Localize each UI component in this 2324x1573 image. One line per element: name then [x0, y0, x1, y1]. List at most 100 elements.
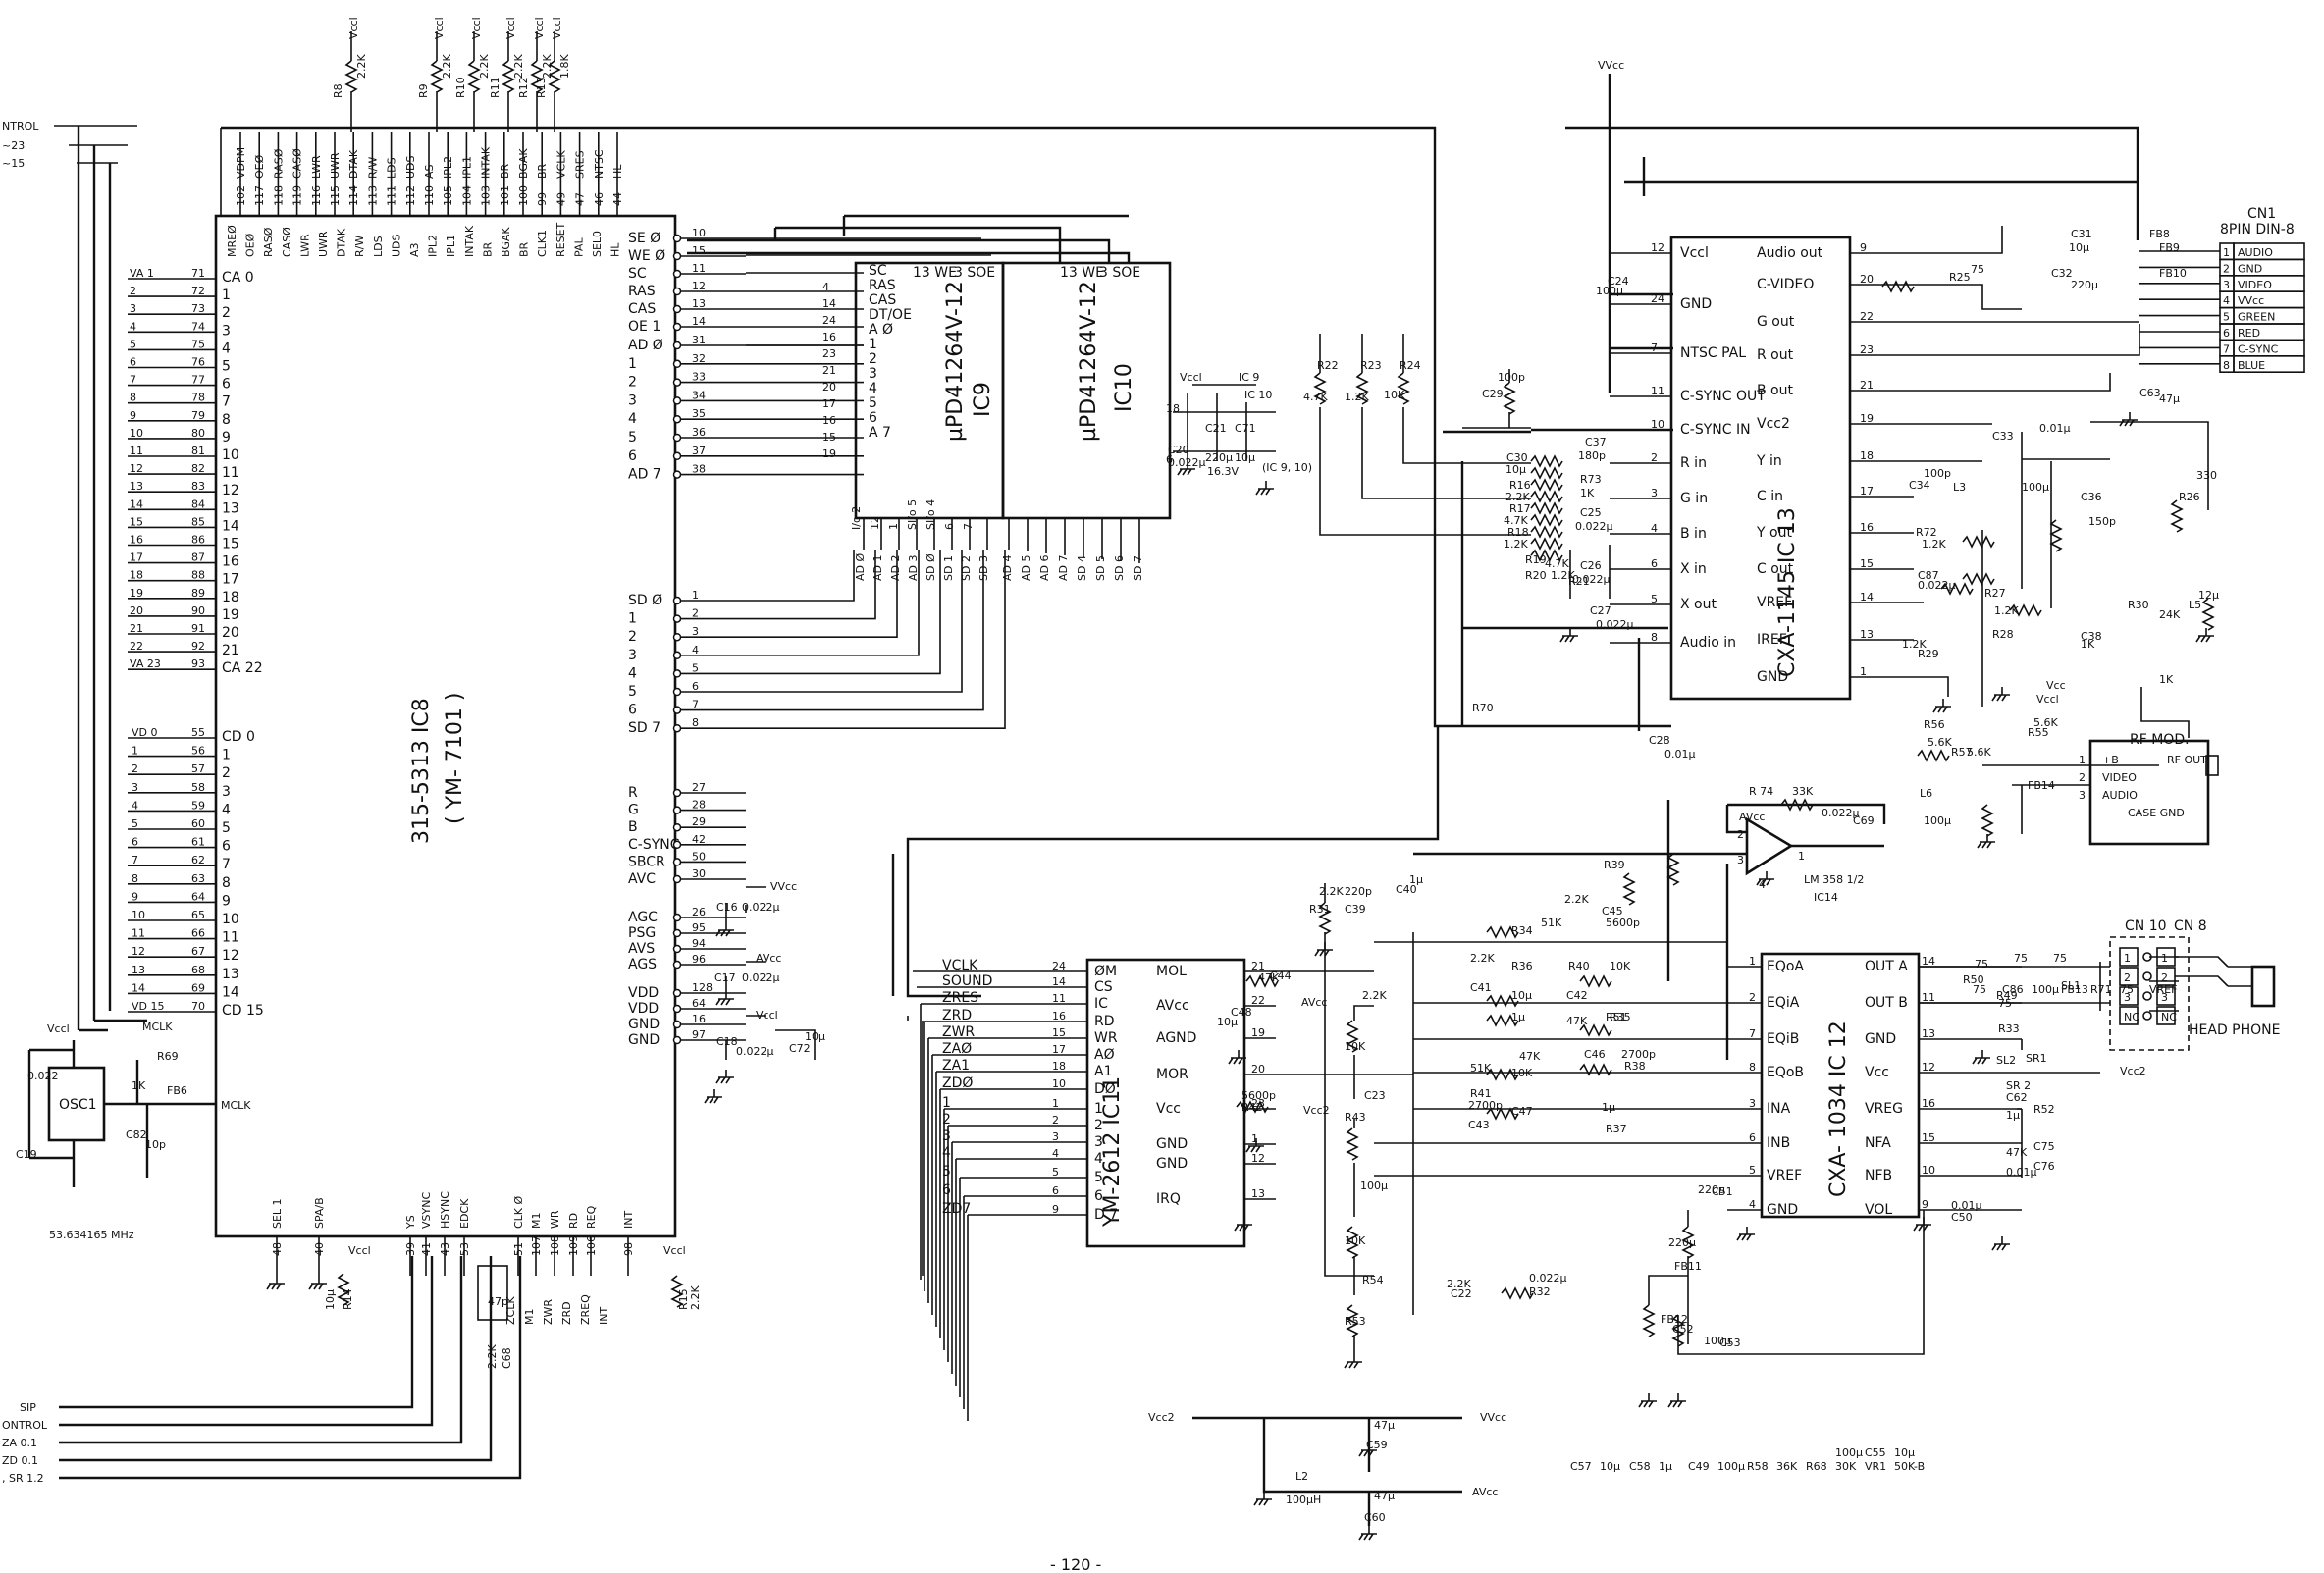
ic8-top-pins: 102VDPM117OEØ118RASØ119CASØ116LWR115UWR1…	[226, 132, 624, 257]
cn10-pin: 1	[2124, 952, 2131, 965]
audio-part-label: SL1	[2061, 979, 2081, 992]
ic10-name: µPD41264V-12	[1077, 281, 1101, 442]
ic11-left-sig: AØ	[1094, 1047, 1115, 1063]
ic9-bottom-sig: AD 2	[889, 555, 902, 582]
top-res-rail: Vccl	[533, 17, 546, 39]
c19-val: 0.022	[27, 1070, 59, 1082]
top-res-val: 2.2K	[512, 54, 525, 79]
cd-pin-num: 59	[191, 799, 205, 812]
ca-net: 13	[130, 480, 143, 493]
r69-ref: R69	[157, 1050, 179, 1063]
ic11-net: 3	[942, 1128, 951, 1144]
ic11-net: ZD7	[942, 1201, 971, 1217]
audio-part-label: R43	[1345, 1111, 1366, 1124]
ic9-bottom-sig: AD 1	[872, 555, 884, 582]
cn1-pin-sig: VIDEO	[2238, 279, 2272, 291]
cd-pin-sig: 2	[222, 765, 231, 781]
ic11-left-num: 16	[1052, 1010, 1066, 1022]
ic8-bottom-num: 41	[420, 1242, 433, 1256]
cd-net: 8	[132, 872, 138, 885]
ic8-right-sig: C-SYNC	[628, 837, 680, 853]
ic11-left-num: 5	[1052, 1166, 1059, 1179]
ic8-right-sig: SE Ø	[628, 231, 660, 246]
audio-part-label: C44	[1270, 970, 1292, 982]
top-res-val: 1.8K	[558, 54, 571, 79]
ground-symbol	[1972, 1050, 1990, 1065]
vccl-dec: Vccl	[1180, 371, 1202, 384]
ca-pin-num: 82	[191, 462, 205, 475]
video-part-label: 10µ	[2069, 241, 2089, 254]
edge-label-control2: ONTROL	[2, 1419, 48, 1432]
cd-net: 10	[132, 909, 145, 921]
ca-net: 3	[130, 302, 136, 315]
ic13-right-num: 14	[1860, 591, 1874, 603]
ic8-bottom-sig: WR	[549, 1210, 561, 1229]
ca-net: 7	[130, 374, 136, 387]
ic9-bottom-pin: SI/o 5	[906, 499, 919, 530]
r70	[1917, 749, 1950, 762]
ic8-right-num: 38	[692, 463, 706, 476]
ic9-left-sig: SC	[869, 263, 887, 279]
ic11-left-sig: ØM	[1094, 964, 1117, 979]
ic10-bottom-sig: SD 5	[1094, 555, 1107, 581]
ic12-left-sig: GND	[1767, 1202, 1798, 1218]
ca-pin-num: 92	[191, 640, 205, 653]
cd-net: 12	[132, 945, 145, 958]
cn1-pin-num: 7	[2223, 342, 2230, 355]
ic8-bottom-num: 98	[622, 1242, 635, 1256]
ic11-net: 5	[942, 1164, 951, 1180]
ic8-top-pin-num: 115	[329, 185, 342, 206]
ic8-right-num: 3	[692, 625, 699, 638]
ca-pin-sig: CA 22	[222, 660, 263, 676]
c59-val: 47µ	[1374, 1419, 1395, 1432]
ic9-left-num: 4	[822, 281, 829, 293]
ca-net: VA 23	[130, 657, 161, 670]
video-part-label: 100p	[1498, 371, 1525, 384]
ic12-left-num: 5	[1749, 1164, 1756, 1177]
ic8-right-sig: 5	[628, 684, 637, 700]
video-part-label: R24	[1400, 359, 1421, 372]
audio-part-label: 1µ	[1409, 873, 1423, 886]
ca-pin-sig: 10	[222, 447, 239, 463]
ic13-right-num: 13	[1860, 628, 1874, 641]
cd-pin-num: 63	[191, 872, 205, 885]
ic12-right-sig: Vcc	[1865, 1065, 1889, 1080]
cd-net: 13	[132, 964, 145, 976]
cd-pin-num: 66	[191, 927, 205, 940]
cd-net: 7	[132, 854, 138, 866]
ground-symbol	[2195, 628, 2214, 643]
ic9-bottom-pin: 7	[962, 523, 975, 530]
ic8-top-pin-num: 47	[574, 192, 587, 206]
ic11-left-num: 3	[1052, 1130, 1059, 1143]
top-res-ref: R13	[535, 77, 548, 98]
ic12-left-num: 6	[1749, 1131, 1756, 1144]
ic13-right-sig: Y out	[1756, 525, 1792, 541]
ic11-left-num: 9	[1052, 1203, 1059, 1216]
ic8-right-sig: SBCR	[628, 854, 665, 869]
ic8-top-pin-num: 101	[499, 185, 511, 206]
osc-vcc-label: Vccl	[47, 1022, 70, 1035]
cn1-pin-num: 3	[2223, 279, 2230, 291]
ic9-left-sig: 3	[869, 366, 877, 382]
audio-part-label: C58	[1629, 1460, 1651, 1473]
ic8-right-sig: AGC	[628, 910, 658, 925]
cn10-title: CN 10	[2125, 918, 2167, 934]
cd-pin-num: 65	[191, 909, 205, 921]
ic8-top-pin-num: 49	[555, 192, 567, 206]
osc-frequency: 53.634165 MHz	[49, 1229, 134, 1241]
audio-part-label: 220µ	[1668, 1236, 1696, 1249]
ic8-bottom-outer: ZWR	[542, 1299, 555, 1325]
audio-part-label: 2.2K	[1564, 893, 1589, 906]
ic13-left-sig: X in	[1680, 561, 1707, 577]
audio-part-label: 47K	[1519, 1050, 1541, 1063]
ic8-right-num: 26	[692, 906, 706, 918]
c68-val: C68	[501, 1347, 513, 1369]
top-resistor-r8	[344, 60, 358, 93]
ic13-right-num: 21	[1860, 379, 1874, 392]
ground-symbol	[1913, 1217, 1931, 1232]
video-part-label: 2.2K	[1505, 491, 1530, 503]
ic9-bottom-pin: 12	[869, 516, 881, 530]
